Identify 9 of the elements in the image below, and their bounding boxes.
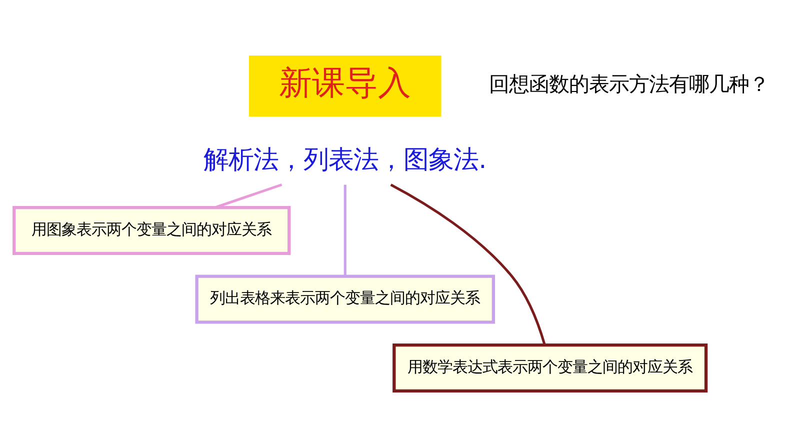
node-box: 用图象表示两个变量之间的对应关系 [12,206,291,255]
connector [214,184,282,209]
node-box: 用数学表达式表示两个变量之间的对应关系 [392,343,708,392]
connector [344,184,346,276]
node-box: 列出表格来表示两个变量之间的对应关系 [195,274,496,324]
node-text: 解析法，列表法，图象法. [204,145,487,176]
connector [390,184,546,346]
node-box: 新课导入 [249,55,442,117]
label: 回想函数的表示方法有哪几种？ [489,72,770,96]
